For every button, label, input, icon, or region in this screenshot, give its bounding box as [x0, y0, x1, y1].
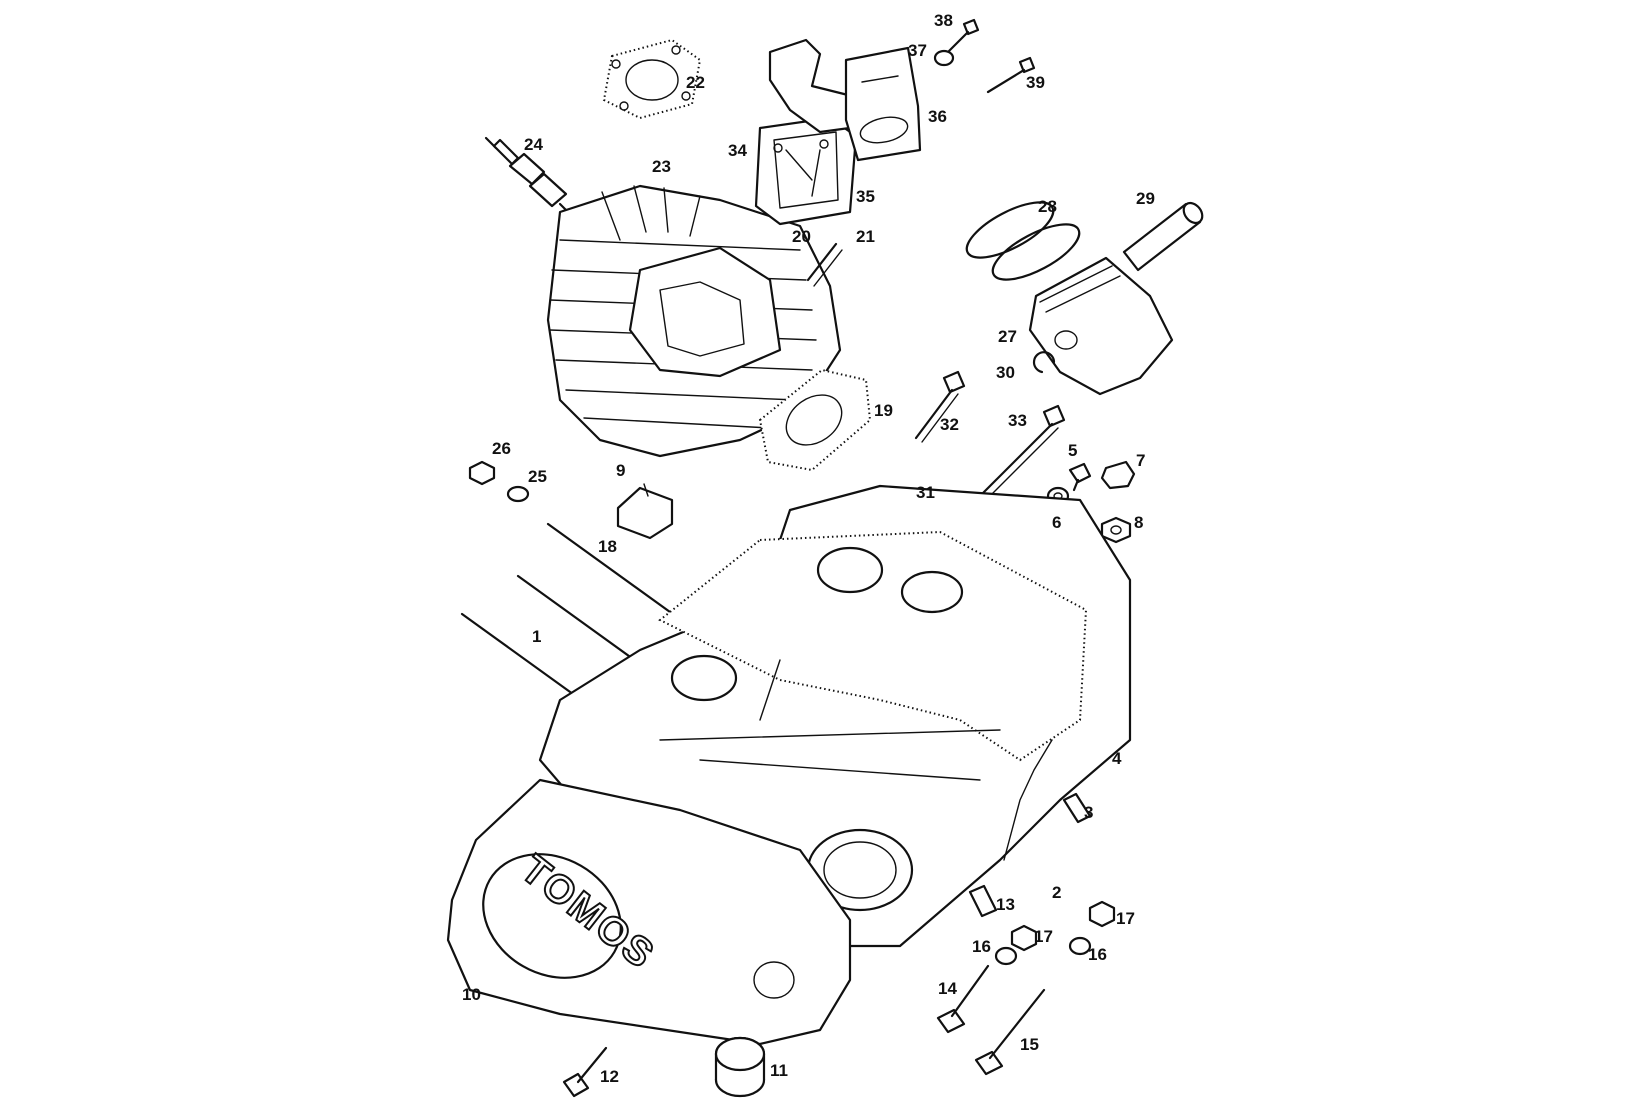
label-part-15: 15 — [1020, 1035, 1039, 1054]
label-part-10: 10 — [462, 985, 481, 1004]
label-part-23: 23 — [652, 157, 671, 176]
label-part-25: 25 — [528, 467, 547, 486]
label-part-16: 16 — [1088, 945, 1107, 964]
label-part-17: 17 — [1116, 909, 1135, 928]
label-part-29: 29 — [1136, 189, 1155, 208]
washer-16b — [1068, 936, 1092, 956]
nut-8 — [1100, 516, 1132, 544]
label-part-18: 18 — [598, 537, 617, 556]
cylinder — [546, 184, 842, 458]
stud-21 — [806, 242, 843, 287]
piston — [1028, 256, 1174, 396]
label-part-6: 6 — [1052, 513, 1061, 532]
bolt-32 — [914, 370, 966, 443]
label-part-35: 35 — [856, 187, 875, 206]
dowel-3 — [1062, 792, 1092, 824]
part-labels: 1 2 3 4 5 6 7 8 9 10 11 12 13 14 15 16 1… — [462, 11, 1155, 1086]
label-part-38: 38 — [934, 11, 953, 30]
piston-rings — [965, 201, 1081, 281]
bracket-9 — [616, 483, 674, 540]
reed-valve — [754, 116, 858, 226]
bolt-14 — [936, 964, 990, 1034]
circlip — [1032, 351, 1056, 374]
label-part-36: 36 — [928, 107, 947, 126]
bush-11 — [714, 1036, 766, 1098]
side-cover: TOMOS — [446, 778, 852, 1046]
label-part-22: 22 — [686, 73, 705, 92]
label-part-8: 8 — [1134, 513, 1143, 532]
label-part-30: 30 — [996, 363, 1015, 382]
label-part-19: 19 — [874, 401, 893, 420]
intake-manifold — [768, 38, 922, 162]
washer-16a — [994, 946, 1018, 966]
label-part-27: 27 — [998, 327, 1017, 346]
label-part-11: 11 — [770, 1061, 788, 1080]
label-part-5: 5 — [1068, 441, 1077, 460]
label-part-4: 4 — [1112, 749, 1122, 768]
label-part-7: 7 — [1136, 451, 1145, 470]
bolt-7 — [1100, 460, 1136, 490]
wire-2 — [1003, 739, 1053, 861]
label-part-24: 24 — [524, 135, 543, 154]
label-part-1: 1 — [532, 627, 541, 646]
gudgeon-pin — [1122, 201, 1204, 272]
label-part-17: 17 — [1034, 927, 1053, 946]
label-part-13: 13 — [996, 895, 1015, 914]
label-part-12: 12 — [600, 1067, 619, 1086]
label-part-16: 16 — [972, 937, 991, 956]
bolt-38 — [946, 18, 980, 54]
bolt-39 — [986, 56, 1036, 94]
label-part-33: 33 — [1008, 411, 1027, 430]
nut-26 — [468, 460, 496, 486]
label-part-26: 26 — [492, 439, 511, 458]
bolt-12 — [562, 1046, 608, 1098]
long-studs — [460, 522, 672, 704]
label-part-14: 14 — [938, 979, 957, 998]
head-gasket — [602, 38, 702, 120]
bolt-33 — [974, 404, 1066, 505]
label-part-2: 2 — [1052, 883, 1061, 902]
nut-17a — [1010, 924, 1038, 952]
label-part-39: 39 — [1026, 73, 1045, 92]
label-part-28: 28 — [1038, 197, 1057, 216]
label-part-21: 21 — [856, 227, 875, 246]
intake-gasket — [758, 368, 872, 472]
label-part-32: 32 — [940, 415, 959, 434]
dowel-13 — [968, 884, 998, 918]
washer-25 — [506, 485, 530, 503]
label-part-31: 31 — [916, 483, 935, 502]
nut-17b — [1088, 900, 1116, 928]
screw-5 — [1068, 462, 1092, 492]
spark-plug — [484, 136, 574, 218]
label-part-9: 9 — [616, 461, 625, 480]
bolt-15 — [974, 988, 1046, 1076]
label-part-20: 20 — [792, 227, 811, 246]
label-part-34: 34 — [728, 141, 747, 160]
label-part-37: 37 — [908, 41, 927, 60]
washer-37 — [933, 49, 955, 67]
label-part-3: 3 — [1084, 803, 1093, 822]
